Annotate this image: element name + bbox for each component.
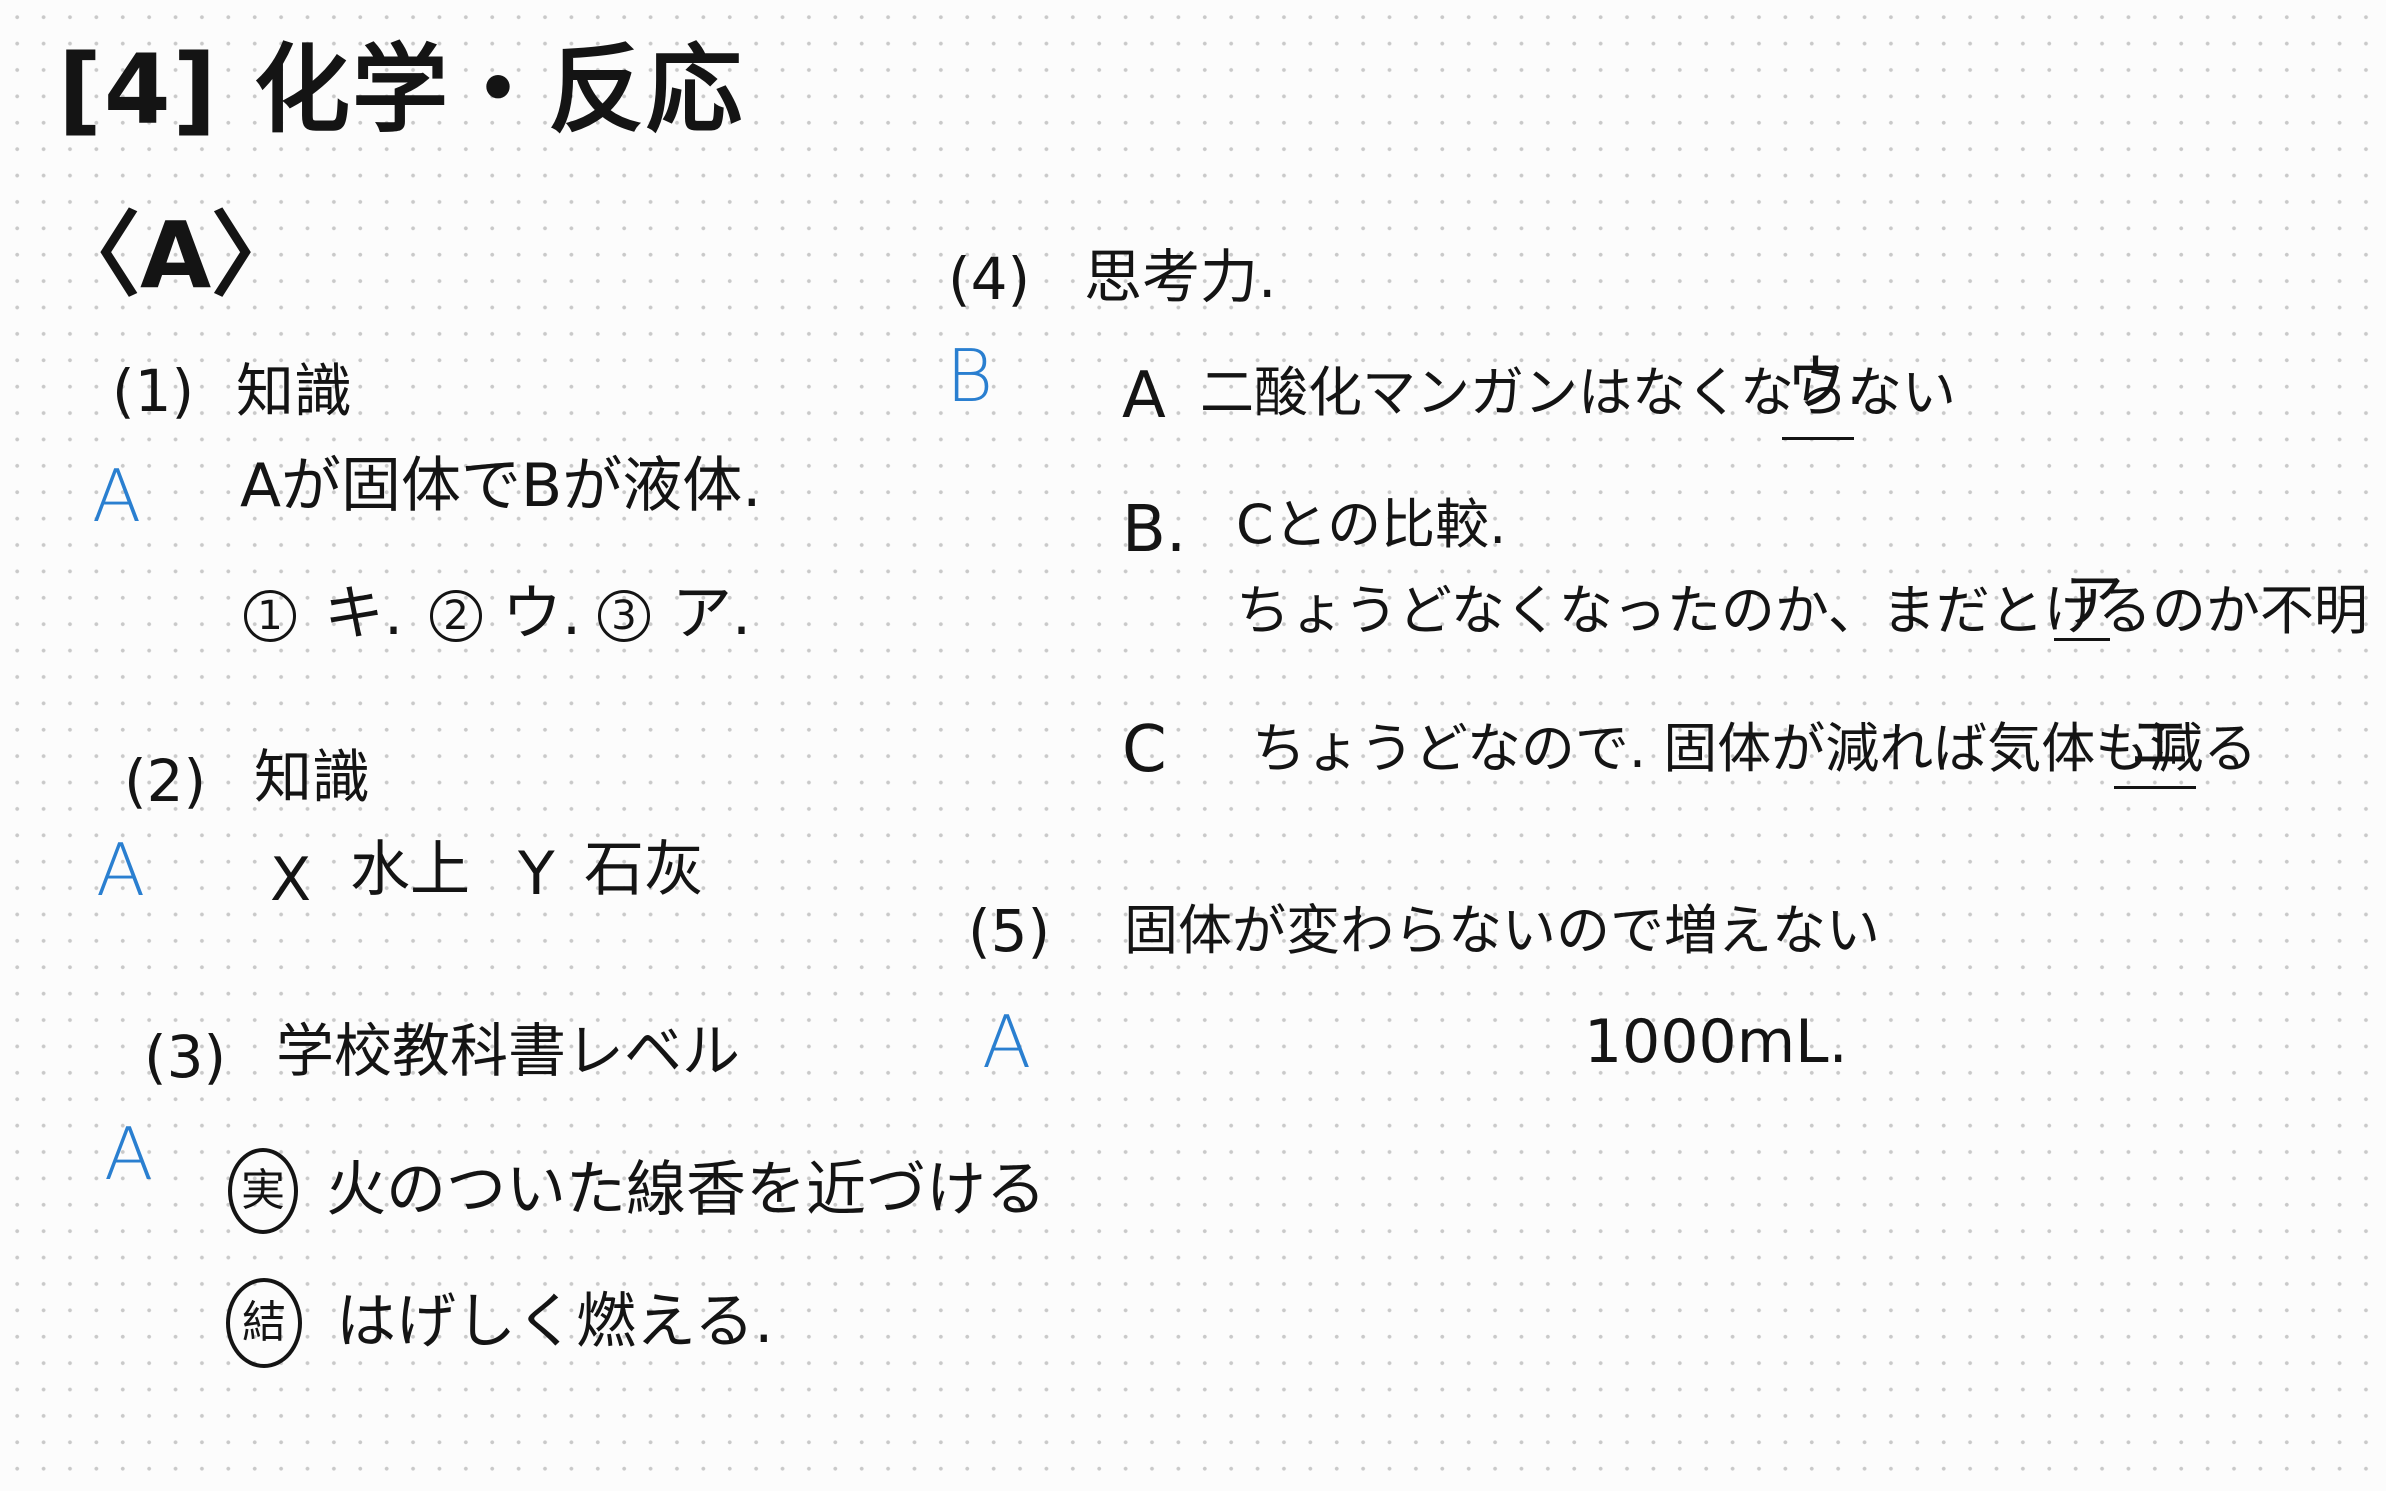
experiment-marker: 実 [228, 1148, 298, 1234]
q4-part-c-letter: C [1122, 713, 1167, 787]
q2-y-value: 石灰 [584, 835, 704, 905]
q1-answer: Aが固体でBが液体. [240, 451, 762, 521]
q2-x-value: 水上 [350, 835, 470, 905]
choice-marker-1: 1 [244, 590, 296, 642]
q5-answer: 1000mL. [1584, 1007, 1848, 1077]
q4-number: (4) [948, 245, 1031, 313]
q4-grade: B [946, 334, 994, 418]
q4-part-c-underline [2114, 786, 2196, 789]
choice-marker-3: 3 [598, 590, 650, 642]
q5-label: 固体が変わらないので増えない [1124, 899, 1880, 962]
q2-label: 知識 [254, 743, 371, 811]
q1-choice-3: ア. [672, 579, 752, 649]
q3-number: (3) [144, 1023, 227, 1091]
q4-part-b-answer: ア [2064, 567, 2124, 637]
q3-experiment: 火のついた線香を近づける [326, 1155, 1046, 1225]
q4-part-a-letter: A [1122, 359, 1166, 433]
q2-grade: A [96, 828, 146, 912]
page-title: [4] 化学・反応 [58, 34, 744, 146]
q4-part-a-text: 二酸化マンガンはなくならない [1200, 361, 1956, 424]
q1-label: 知識 [236, 357, 353, 425]
q1-number: (1) [112, 357, 195, 425]
q4-part-b-underline [2054, 638, 2110, 641]
q4-part-b-text-2: ちょうどなくなったのか、まだとけるのか不明 [1236, 579, 2368, 642]
choice-marker-2: 2 [430, 590, 482, 642]
q3-grade: A [104, 1112, 154, 1196]
q3-label: 学校教科書レベル [276, 1017, 741, 1085]
section-heading: 〈A〉 [48, 202, 304, 309]
q2-y-mark: Y [518, 839, 555, 909]
q4-part-a-answer: ウ. [1786, 349, 1866, 419]
q3-result: はげしく燃える. [336, 1287, 774, 1357]
q5-grade: A [982, 1000, 1032, 1084]
q4-part-a-underline [1782, 437, 1854, 440]
q1-choice-2: ウ. [502, 579, 582, 649]
q5-number: (5) [968, 897, 1051, 965]
q1-grade: A [92, 454, 142, 538]
q4-part-b-letter: B. [1122, 493, 1187, 567]
q4-part-c-answer: エ [2130, 709, 2190, 779]
q4-part-c-text: ちょうどなので. 固体が減れば気体も減る [1252, 717, 2258, 780]
q1-choice-1: キ. [324, 579, 404, 649]
q4-label: 思考力. [1084, 243, 1277, 311]
q2-x-mark: X [270, 845, 312, 915]
result-marker: 結 [226, 1278, 302, 1368]
q4-part-b-text: Cとの比較. [1236, 493, 1507, 556]
q2-number: (2) [124, 747, 207, 815]
